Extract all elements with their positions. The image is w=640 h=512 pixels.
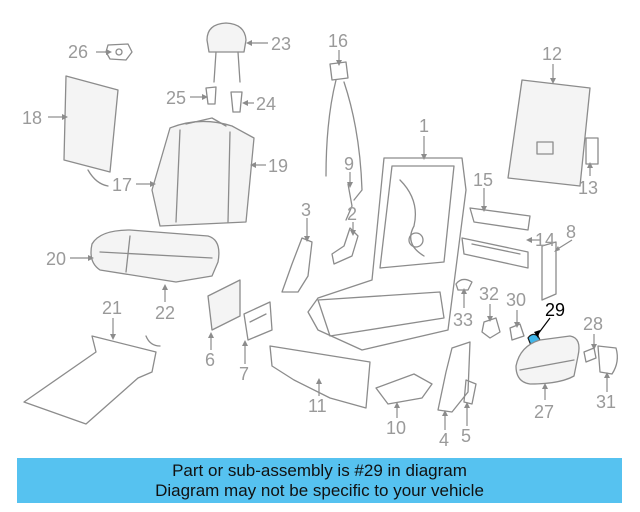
- callout-4[interactable]: 4: [439, 430, 449, 450]
- part-13-clip: [585, 137, 599, 165]
- callout-26[interactable]: 26: [68, 42, 88, 62]
- callout-8[interactable]: 8: [566, 222, 576, 242]
- part-12-back-panel: [507, 79, 591, 187]
- part-11-skirt-panel: [269, 345, 371, 409]
- callout-29-highlighted[interactable]: 29: [545, 300, 565, 320]
- callout-19[interactable]: 19: [268, 156, 288, 176]
- callout-1[interactable]: 1: [419, 116, 429, 136]
- callout-3[interactable]: 3: [301, 200, 311, 220]
- callout-21[interactable]: 21: [102, 298, 122, 318]
- part-31-end-cap: [597, 345, 618, 375]
- caption-part-line: Part or sub-assembly is #29 in diagram: [172, 460, 467, 480]
- part-6-trim-panel: [207, 279, 241, 331]
- part-5-end-cap: [463, 379, 477, 405]
- callout-18[interactable]: 18: [22, 108, 42, 128]
- part-23-headrest: [206, 22, 247, 83]
- callout-10[interactable]: 10: [386, 418, 406, 438]
- callout-27[interactable]: 27: [534, 402, 554, 422]
- callout-2[interactable]: 2: [347, 204, 357, 224]
- callout-14[interactable]: 14: [535, 230, 555, 250]
- callout-16[interactable]: 16: [328, 31, 348, 51]
- callout-5[interactable]: 5: [461, 426, 471, 446]
- part-28-screw: [583, 347, 597, 363]
- callout-31[interactable]: 31: [596, 392, 616, 412]
- callout-33[interactable]: 33: [453, 310, 473, 330]
- callout-25[interactable]: 25: [166, 88, 186, 108]
- part-14-seat-track: [461, 237, 529, 269]
- callout-20[interactable]: 20: [46, 249, 66, 269]
- part-4-side-cover: [437, 341, 471, 413]
- caption-bar: Part or sub-assembly is #29 in diagram D…: [17, 458, 622, 503]
- callout-17[interactable]: 17: [112, 175, 132, 195]
- part-25-guide: [205, 86, 217, 105]
- callout-9[interactable]: 9: [344, 154, 354, 174]
- callout-13[interactable]: 13: [578, 178, 598, 198]
- part-27-armrest: [515, 335, 580, 385]
- part-8-bracket: [541, 241, 557, 301]
- part-21-floor-panel: [23, 335, 161, 425]
- part-2-latch: [331, 227, 359, 265]
- part-19-seatback-cover: [151, 117, 255, 227]
- callout-22[interactable]: 22: [155, 303, 175, 323]
- leader-arrowheads: [62, 40, 610, 416]
- part-10-track-cover: [375, 373, 433, 405]
- caption-disclaimer-line: Diagram may not be specific to your vehi…: [155, 480, 484, 500]
- part-7-side-trim: [243, 301, 273, 341]
- callout-6[interactable]: 6: [205, 350, 215, 370]
- part-3-bracket: [281, 237, 313, 293]
- callout-11[interactable]: 11: [308, 396, 327, 416]
- part-1-seat-frame: [307, 157, 467, 351]
- part-18-back-panel: [63, 75, 119, 187]
- part-9-strap: [345, 183, 353, 221]
- callout-labels: 26 23 25 24 18 17 19 20 22 21 16 1 9 2 3…: [22, 31, 616, 450]
- part-32-pivot: [481, 317, 501, 339]
- part-24-guide: [230, 91, 243, 113]
- callout-23[interactable]: 23: [271, 34, 291, 54]
- part-33-bumper: [455, 278, 473, 291]
- callout-28[interactable]: 28: [583, 314, 603, 334]
- callout-24[interactable]: 24: [256, 94, 276, 114]
- part-20-seat-cushion: [90, 229, 220, 283]
- callout-15[interactable]: 15: [473, 170, 493, 190]
- callout-12[interactable]: 12: [542, 44, 562, 64]
- callout-7[interactable]: 7: [239, 364, 249, 384]
- part-15-rail: [469, 207, 531, 231]
- callout-32[interactable]: 32: [479, 284, 499, 304]
- callout-30[interactable]: 30: [506, 290, 526, 310]
- part-16-cable: [325, 61, 363, 201]
